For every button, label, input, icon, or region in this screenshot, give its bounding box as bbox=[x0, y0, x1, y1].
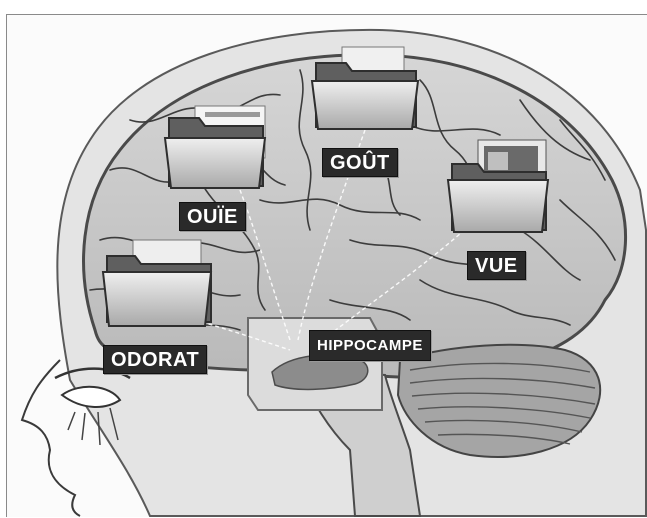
label-ouie: OUÏE bbox=[179, 202, 246, 231]
label-odorat: ODORAT bbox=[103, 345, 207, 374]
label-vue: VUE bbox=[467, 251, 526, 280]
folder-icon bbox=[165, 106, 265, 188]
label-hippocampe: HIPPOCAMPE bbox=[309, 330, 431, 361]
label-gout: GOÛT bbox=[322, 148, 398, 177]
